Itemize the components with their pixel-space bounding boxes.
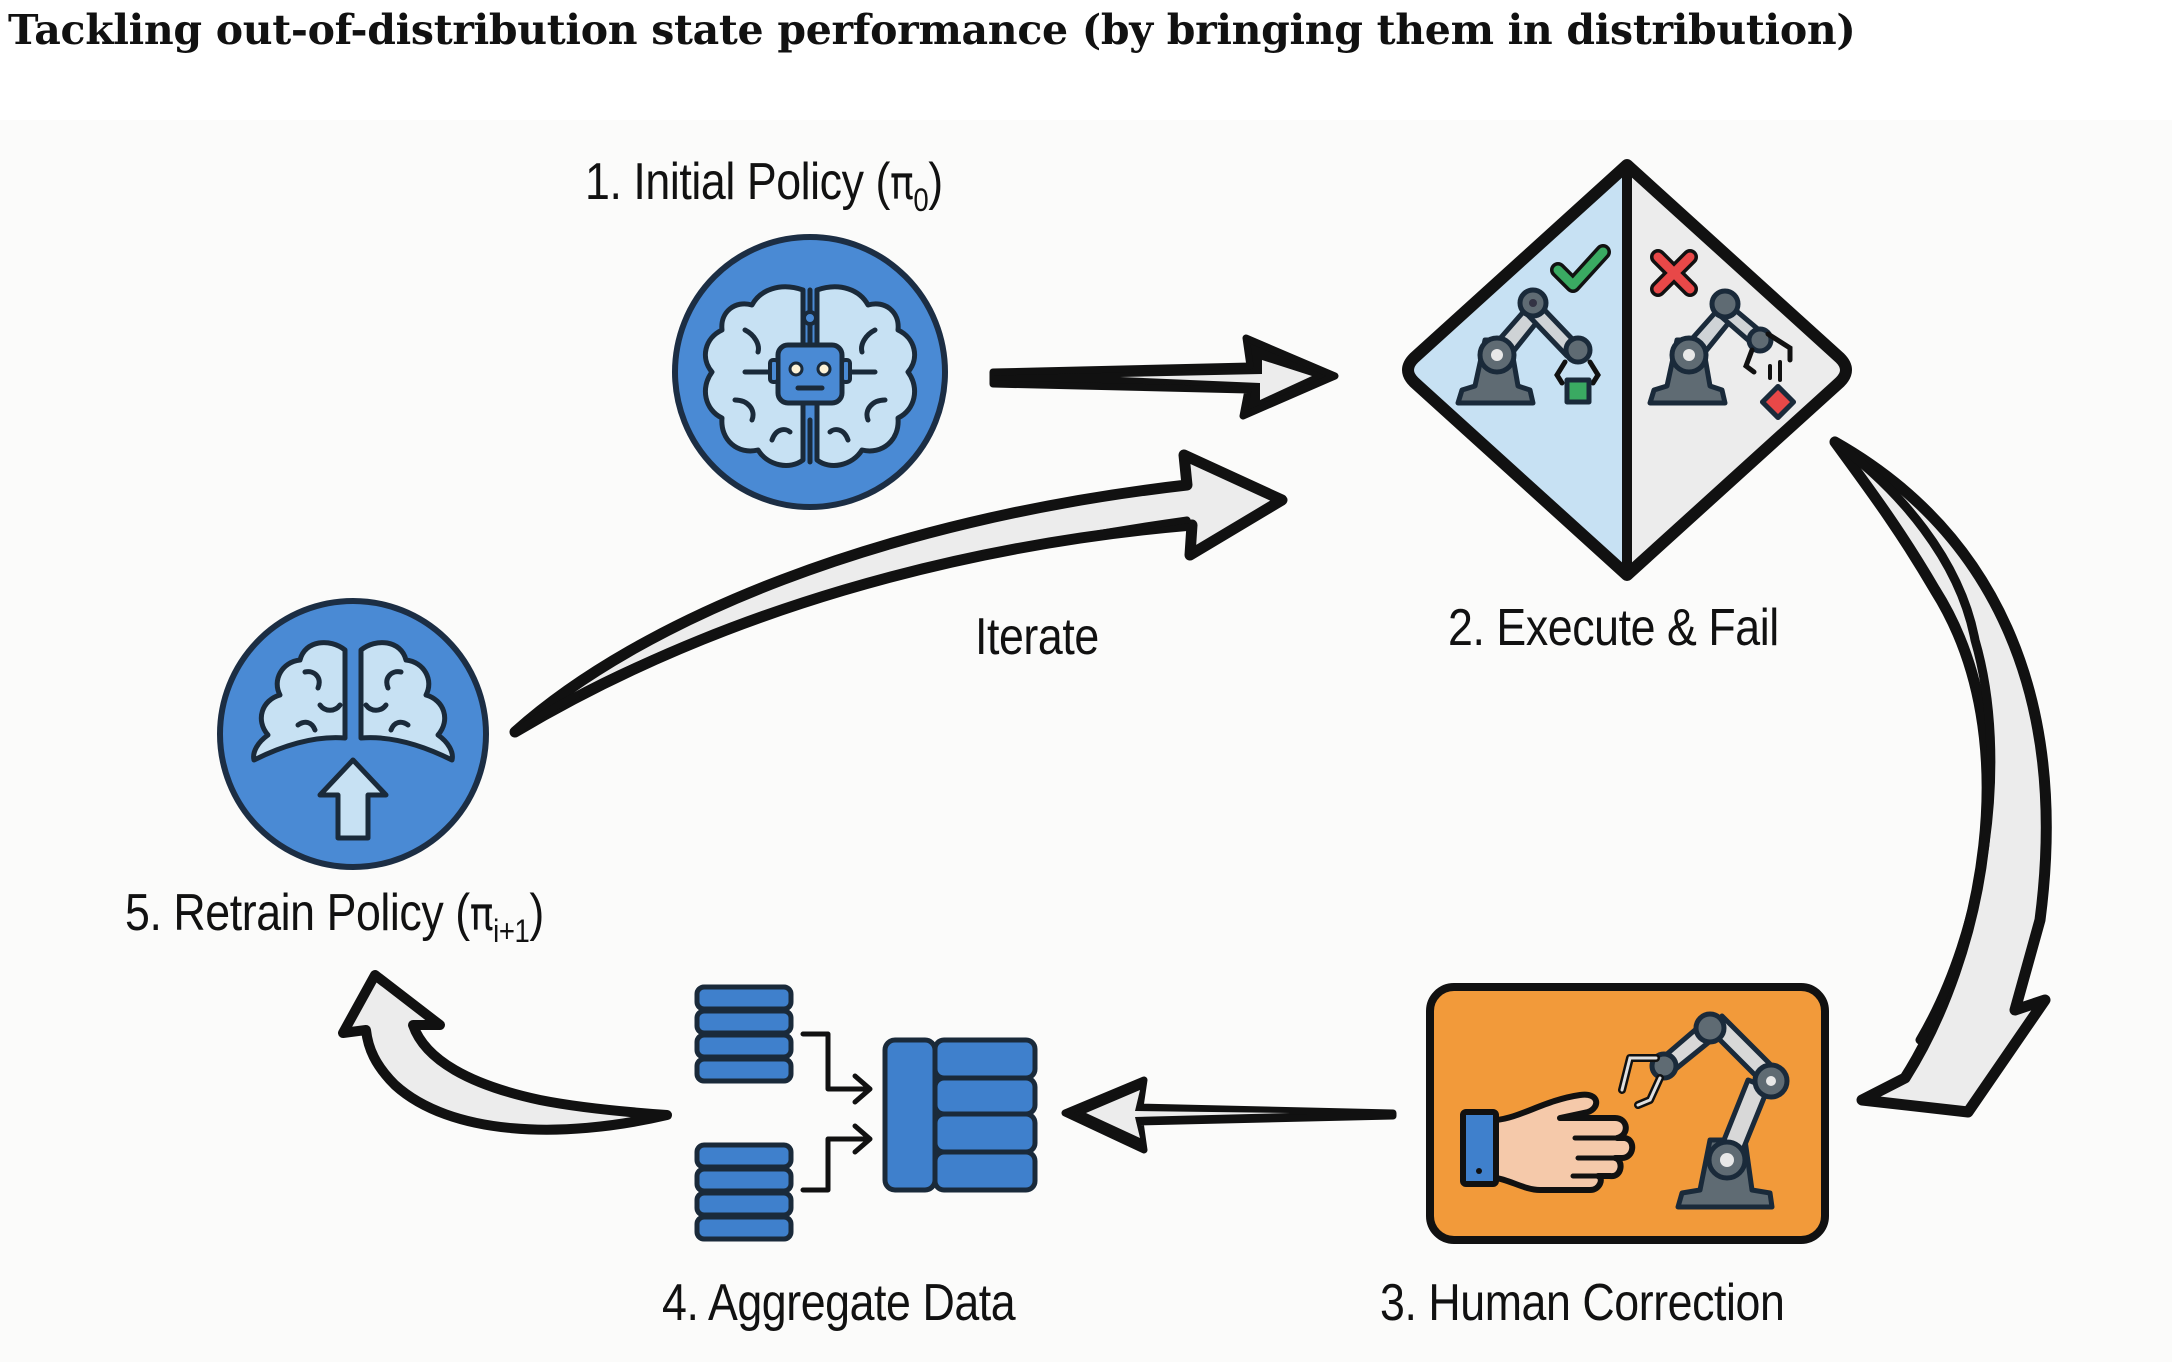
step5-brain-upgrade-icon <box>217 598 489 870</box>
arrow-step4-to-step5 <box>338 970 672 1135</box>
iterate-label: Iterate <box>975 608 1099 666</box>
step2-label: 2. Execute & Fail <box>1448 599 1779 657</box>
x-mark-icon <box>1650 249 1698 297</box>
figure-title: Tackling out-of-distribution state perfo… <box>8 6 1856 54</box>
arrow-step3-to-step4 <box>1061 1076 1397 1154</box>
arrow-iterate-step5-to-step2 <box>509 449 1288 738</box>
step3-label: 3. Human Correction <box>1380 1274 1785 1332</box>
step4-database-merge-icon <box>694 984 1038 1242</box>
step1-label: 1. Initial Policy (π0) <box>585 153 943 218</box>
robot-arm-success-icon <box>1455 287 1601 406</box>
robot-arm-fail-icon <box>1647 288 1797 421</box>
arrow-step2-to-step3 <box>1829 436 2052 1118</box>
database-stack-bottom-icon <box>694 1142 794 1242</box>
merged-database-icon <box>882 1037 1038 1193</box>
step3-hand-robot-arm-icon <box>1426 983 1829 1244</box>
step4-label: 4. Aggregate Data <box>662 1274 1016 1332</box>
step5-label: 5. Retrain Policy (πi+1) <box>125 884 544 949</box>
step2-success-fail-diamond-icon <box>1402 159 1852 581</box>
database-stack-top-icon <box>694 984 794 1084</box>
check-icon <box>1550 244 1611 293</box>
arrow-step1-to-step2 <box>989 334 1339 420</box>
step1-robot-brain-icon <box>672 234 948 510</box>
